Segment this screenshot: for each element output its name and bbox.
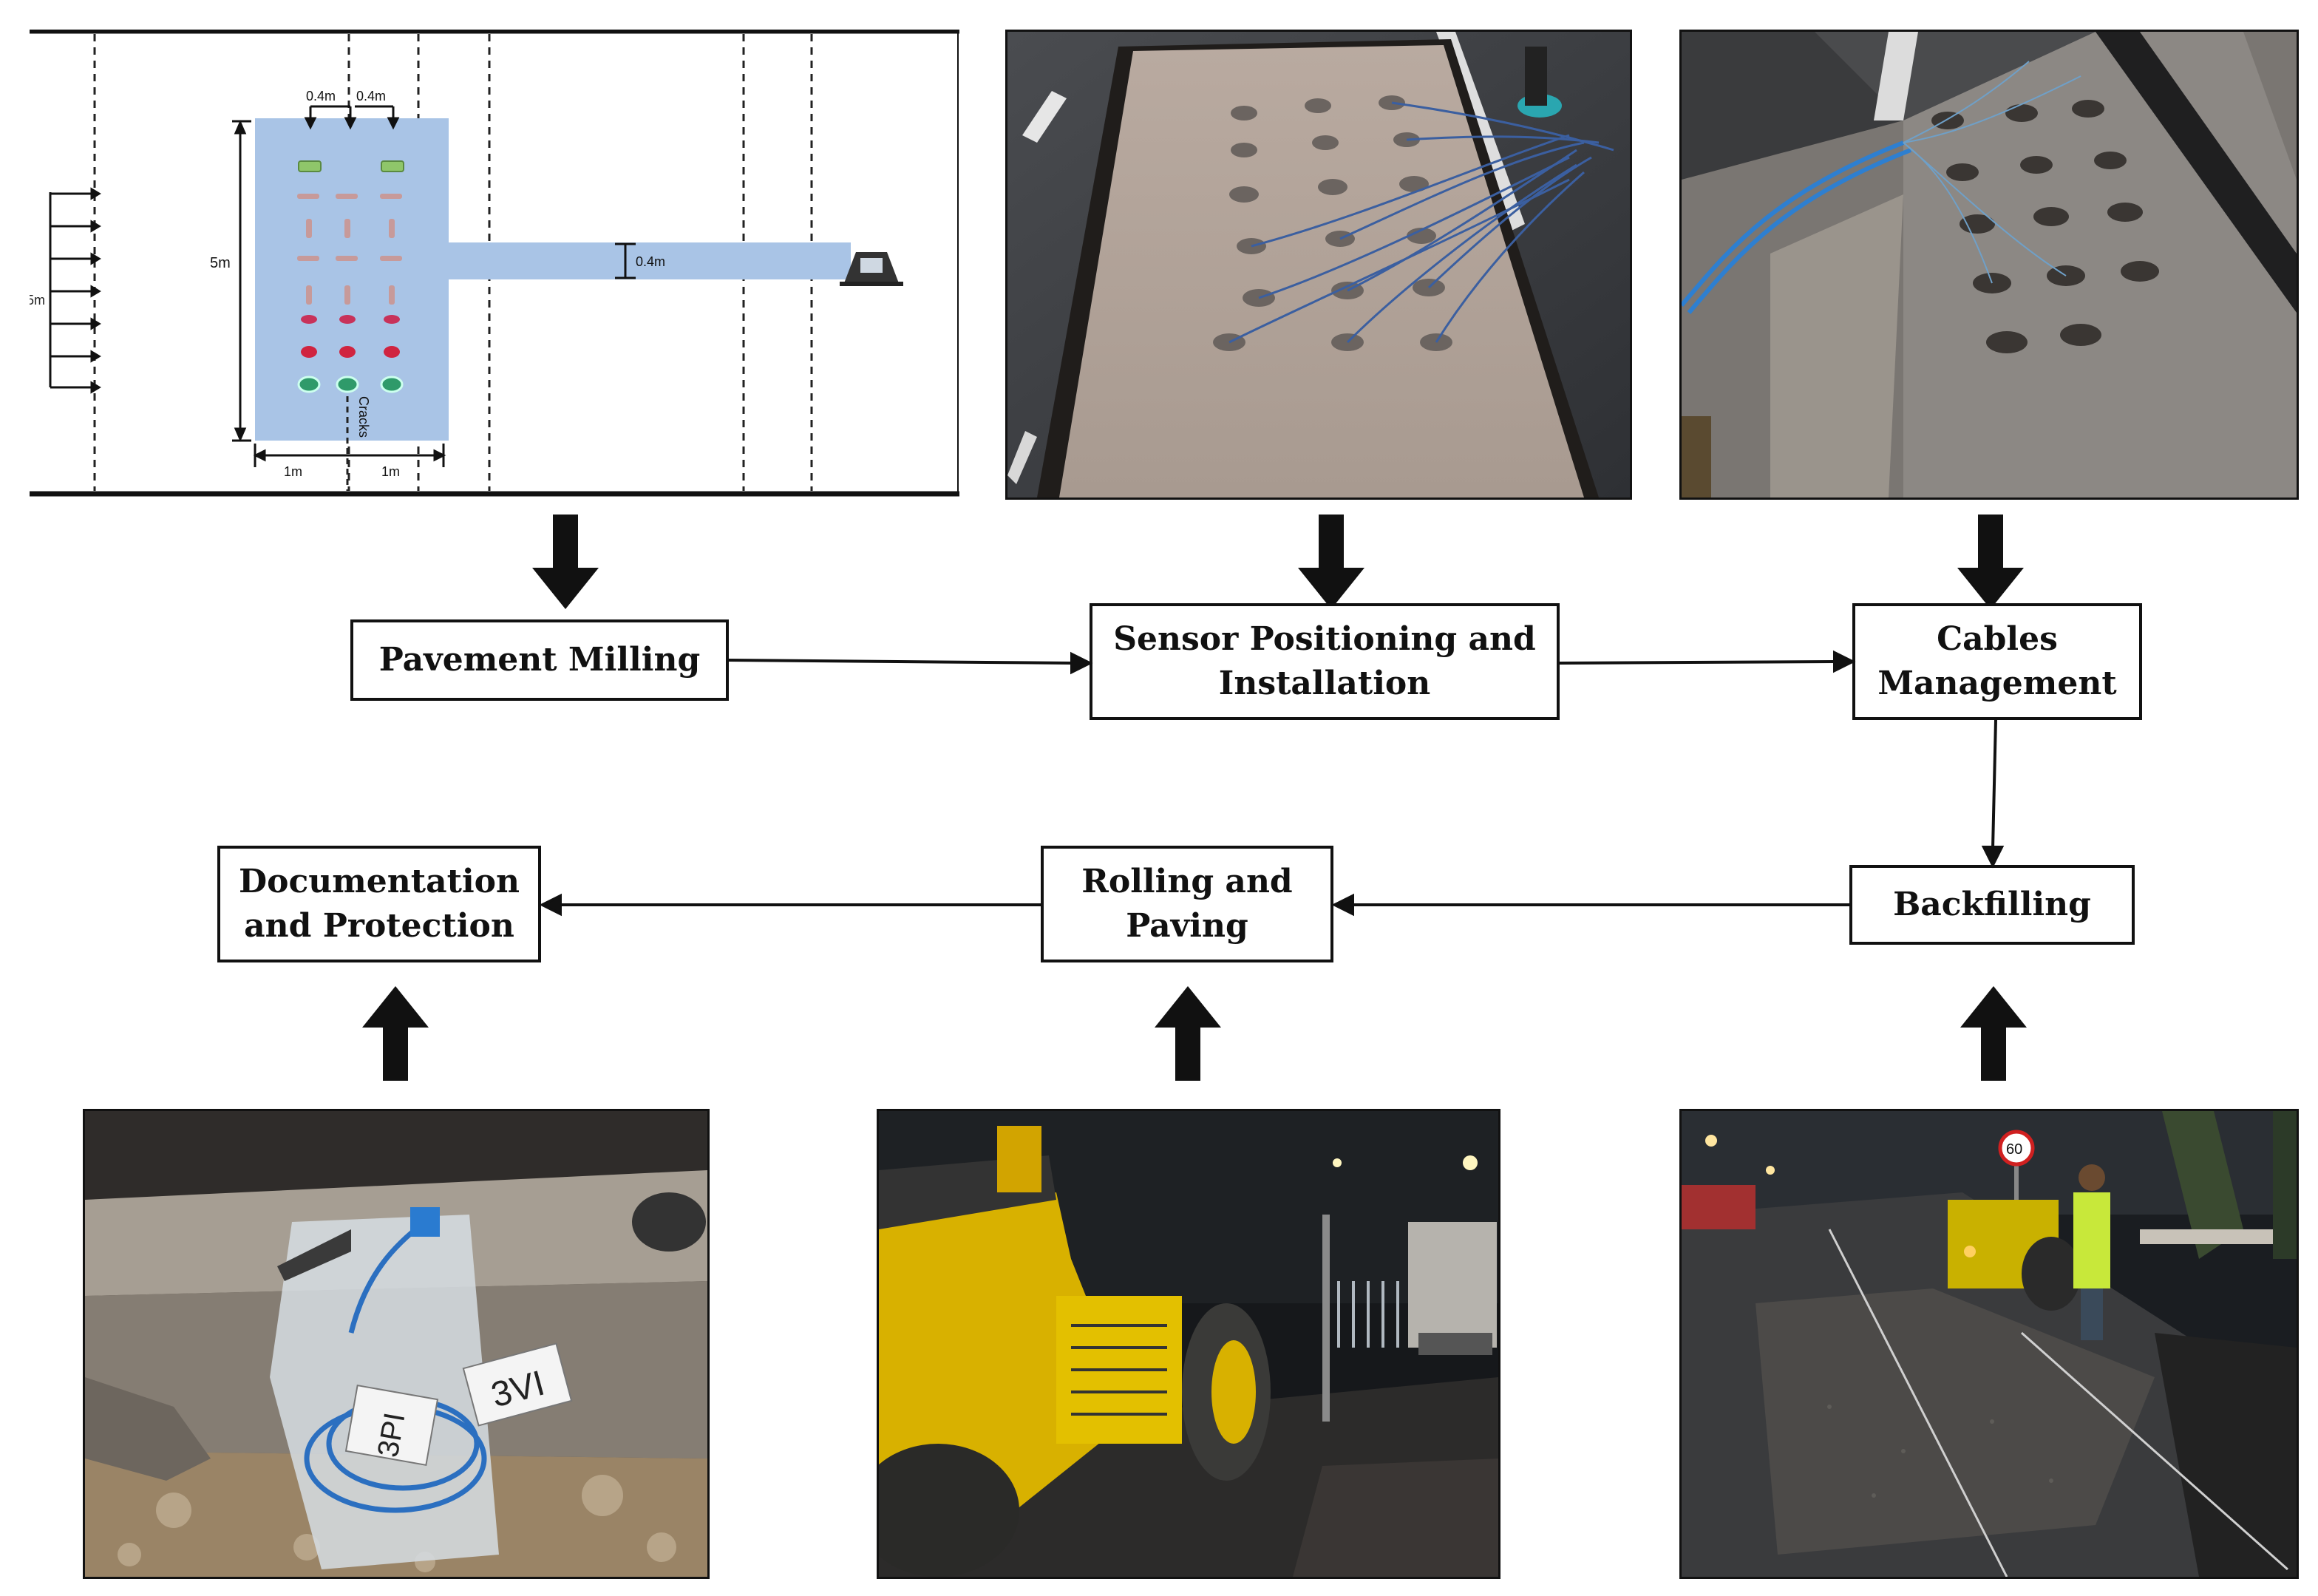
array-length-label: 5m bbox=[210, 255, 231, 271]
photo-cables-management bbox=[1679, 30, 2299, 500]
step-cables-management-label: Cables Management bbox=[1877, 620, 2117, 702]
data-box-icon bbox=[840, 252, 903, 286]
cable-bundle bbox=[1682, 140, 1912, 314]
arrow-down-cables-icon bbox=[1957, 515, 2024, 609]
arrow-up-documentation-icon bbox=[362, 986, 429, 1081]
step-documentation-protection-label: Documentation and Protection bbox=[238, 863, 520, 945]
connector-milling-to-sensor bbox=[728, 659, 1074, 665]
backfilling-illustration: 60 bbox=[1682, 1111, 2297, 1577]
step-rolling-paving-label: Rolling and Paving bbox=[1081, 863, 1293, 945]
arrow-down-sensor-icon bbox=[1298, 515, 1364, 609]
connector-sensor-to-cables bbox=[1559, 660, 1837, 665]
traffic-arrows-icon bbox=[49, 187, 101, 394]
cracks-label: Cracks bbox=[356, 396, 371, 438]
cable-tags: 3VI 3PI bbox=[344, 1342, 573, 1467]
step-documentation-protection: Documentation and Protection bbox=[217, 846, 541, 962]
rolling-paving-illustration bbox=[879, 1111, 1498, 1577]
sensor-layout-diagram: 5m 0.4m 0.4m 5m bbox=[27, 28, 959, 500]
step-backfilling: Backfilling bbox=[1849, 865, 2135, 945]
photo-rolling-paving bbox=[877, 1109, 1500, 1579]
spacing-left-label: 0.4m bbox=[306, 89, 336, 103]
cable-tag-3pi: 3PI bbox=[372, 1410, 412, 1460]
spacing-right-label: 0.4m bbox=[356, 89, 386, 103]
photo-sensor-installation bbox=[1005, 30, 1632, 500]
step-sensor-positioning-label: Sensor Positioning and Installation bbox=[1113, 620, 1536, 702]
width-right-label: 1m bbox=[381, 464, 400, 479]
width-left-label: 1m bbox=[284, 464, 302, 479]
step-cables-management: Cables Management bbox=[1852, 603, 2142, 720]
step-backfilling-label: Backfilling bbox=[1893, 886, 2091, 923]
worker-vest bbox=[2073, 1192, 2110, 1288]
arrow-down-milling-icon bbox=[532, 515, 599, 609]
step-sensor-positioning: Sensor Positioning and Installation bbox=[1090, 603, 1560, 720]
sensor-installation-illustration bbox=[1007, 32, 1630, 498]
svg-text:60: 60 bbox=[2006, 1141, 2022, 1158]
photo-documentation: 3VI 3PI bbox=[83, 1109, 710, 1579]
truck bbox=[1408, 1222, 1497, 1348]
arrow-up-rolling-icon bbox=[1155, 986, 1221, 1081]
step-pavement-milling-label: Pavement Milling bbox=[378, 641, 701, 679]
layout-svg: 5m 0.4m 0.4m 5m bbox=[27, 28, 959, 500]
connector-cables-to-backfilling bbox=[1991, 719, 1997, 849]
lane-width-label: 5m bbox=[30, 293, 45, 308]
cables-management-illustration bbox=[1682, 32, 2297, 498]
step-pavement-milling: Pavement Milling bbox=[350, 619, 729, 701]
step-rolling-paving: Rolling and Paving bbox=[1041, 846, 1333, 962]
arrow-up-backfilling-icon bbox=[1960, 986, 2027, 1081]
cables bbox=[1228, 101, 1614, 344]
fresh-asphalt bbox=[1756, 1288, 2155, 1555]
cable-width-label: 0.4m bbox=[636, 254, 665, 269]
photo-backfilling: 60 bbox=[1679, 1109, 2299, 1579]
sensor-icons bbox=[297, 160, 404, 393]
documentation-illustration: 3VI 3PI bbox=[85, 1111, 707, 1577]
cable-trench bbox=[449, 242, 851, 279]
